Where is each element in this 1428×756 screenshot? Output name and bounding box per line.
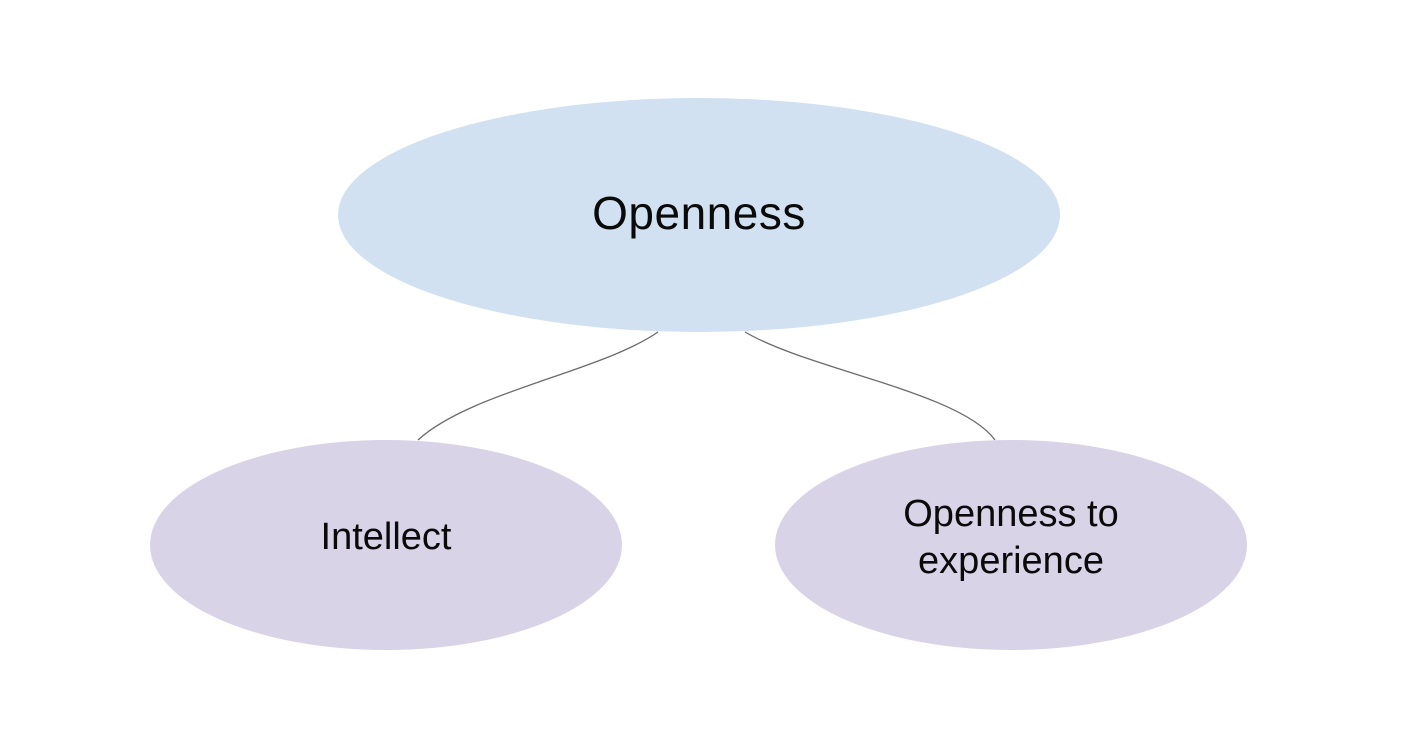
node-openness-to-experience (775, 440, 1247, 650)
node-intellect-text: Intellect (320, 516, 452, 559)
node-intellect (150, 440, 622, 650)
edge-openness-to-openness-to-experience (744, 331, 996, 441)
node-openness-to-experience-text: Openness to experience (903, 492, 1119, 583)
node-openness-text: Openness (592, 187, 806, 240)
node-openness (338, 98, 1060, 332)
node-label-openness: Openness (338, 98, 1060, 330)
edge-openness-to-intellect (417, 331, 659, 441)
node-label-intellect: Intellect (150, 440, 622, 650)
node-label-openness-to-experience: Openness to experience (775, 440, 1247, 650)
